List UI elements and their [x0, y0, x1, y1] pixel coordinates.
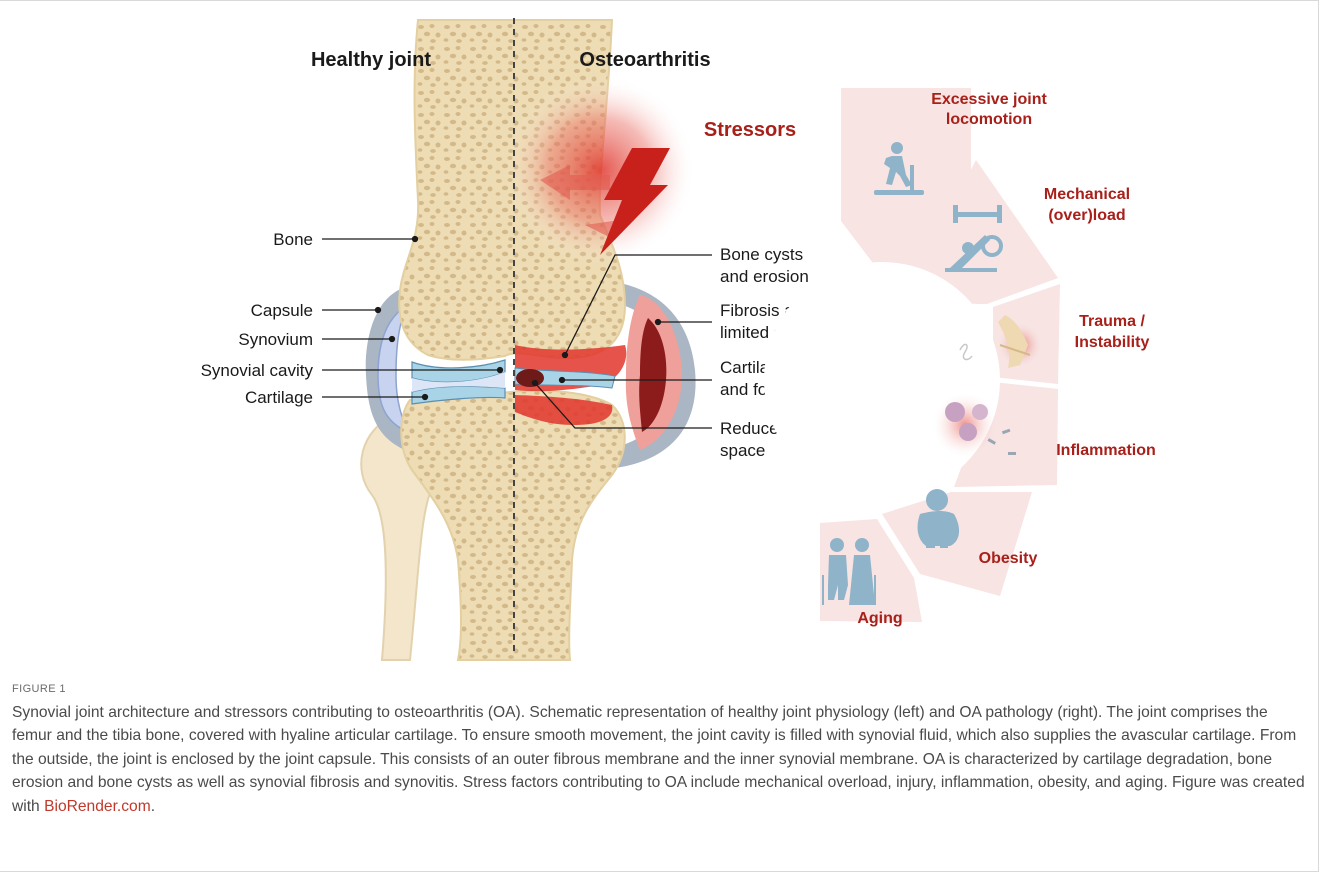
stressor-label-trauma-line2: Instability: [1075, 334, 1150, 351]
stressor-label-locomotion-line2: locomotion: [946, 111, 1032, 128]
stressors-title: Stressors: [704, 119, 796, 141]
biorender-link[interactable]: BioRender.com: [44, 798, 151, 815]
label-bone: Bone: [273, 230, 313, 249]
caption-body: Synovial joint architecture and stressor…: [12, 704, 1305, 815]
label-cartilage: Cartilage: [245, 388, 313, 407]
label-bone-cysts-line2: and erosion: [720, 267, 809, 286]
osteoarthritis-title: Osteoarthritis: [579, 49, 710, 71]
figure-caption: FIGURE 1 Synovial joint architecture and…: [12, 683, 1308, 818]
label-reduced-joint-space-line2: space: [720, 441, 765, 460]
label-bone-cysts-line1: Bone cysts: [720, 245, 803, 264]
stressor-label-inflammation: Inflammation: [1056, 442, 1156, 459]
label-synovial-cavity: Synovial cavity: [201, 361, 314, 380]
caption-end: .: [151, 798, 155, 815]
stressor-label-trauma-line1: Trauma /: [1079, 313, 1145, 330]
joint-diagram: Healthy joint Osteoarthritis Stressors B…: [0, 0, 1320, 680]
stressor-label-mechanical-line2: (over)load: [1048, 207, 1125, 224]
stressor-label-locomotion-line1: Excessive joint: [931, 91, 1047, 108]
stressor-label-aging: Aging: [857, 610, 902, 627]
label-capsule: Capsule: [251, 301, 313, 320]
healthy-joint-title: Healthy joint: [311, 49, 431, 71]
label-synovium: Synovium: [238, 330, 313, 349]
figure-number: FIGURE 1: [12, 683, 1308, 695]
stressor-label-obesity: Obesity: [979, 550, 1038, 567]
caption-text: Synovial joint architecture and stressor…: [12, 701, 1308, 818]
stressor-label-mechanical-line1: Mechanical: [1044, 186, 1130, 203]
tibia: [401, 391, 625, 660]
